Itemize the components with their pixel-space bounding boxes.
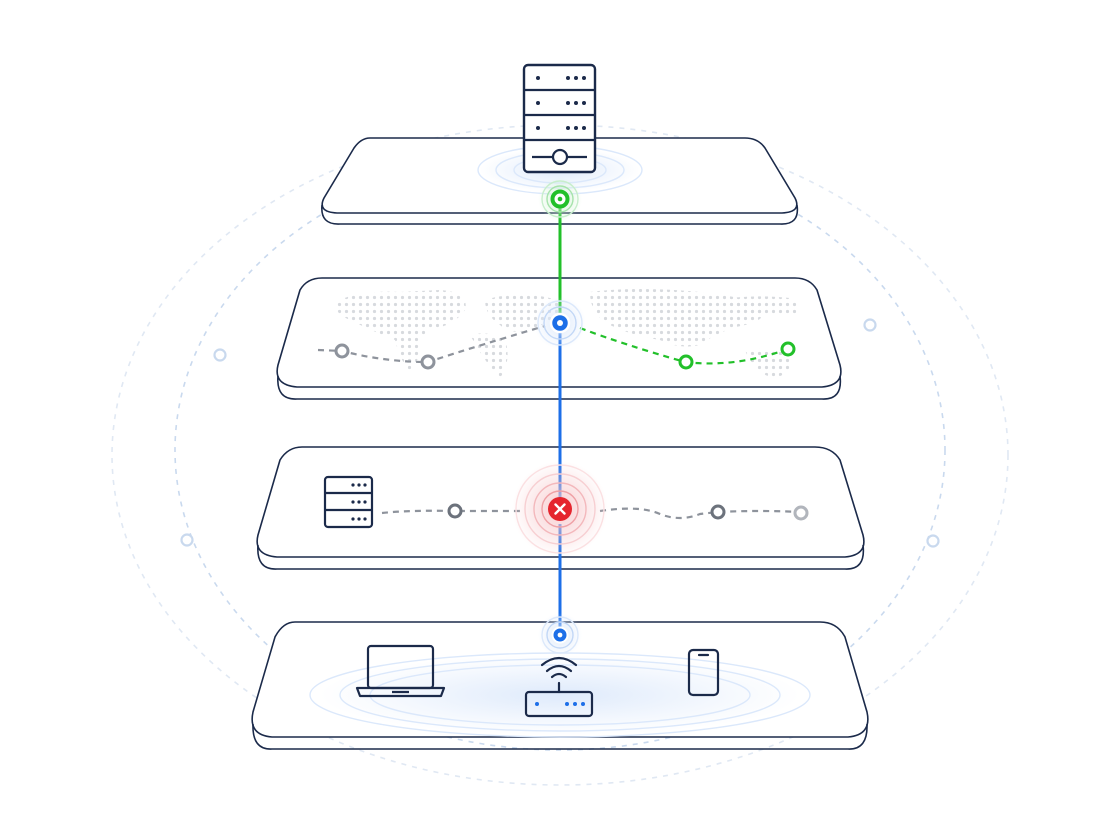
laptop-icon bbox=[355, 644, 446, 698]
orbit-nodes bbox=[180, 318, 940, 548]
wifi-router-icon bbox=[524, 656, 594, 718]
server-tower-icon bbox=[522, 63, 597, 174]
isp-route-nodes bbox=[447, 503, 809, 521]
internet-route-nodes bbox=[334, 341, 796, 370]
junction-isp-error bbox=[512, 461, 608, 557]
junction-cloud bbox=[538, 177, 582, 221]
layer-local-network bbox=[251, 621, 869, 750]
route-node bbox=[793, 505, 809, 521]
junction-local bbox=[538, 613, 582, 657]
orbit-node bbox=[863, 318, 877, 332]
route-node bbox=[334, 343, 350, 359]
isp-route-path bbox=[381, 507, 801, 520]
route-node bbox=[447, 503, 463, 519]
layer-cloud bbox=[321, 63, 799, 225]
smartphone-icon bbox=[687, 648, 720, 697]
junction-internet bbox=[534, 297, 586, 349]
orbit-node bbox=[926, 534, 940, 548]
route-node bbox=[420, 354, 436, 370]
orbit-node bbox=[180, 533, 194, 547]
orbit-node bbox=[213, 348, 227, 362]
layer-plate-edge bbox=[252, 723, 868, 750]
route-node bbox=[710, 504, 726, 520]
orbit-ring-outer bbox=[111, 124, 1009, 786]
route-node-ok bbox=[678, 354, 694, 370]
route-node-ok bbox=[780, 341, 796, 357]
server-rack-icon bbox=[323, 475, 374, 529]
